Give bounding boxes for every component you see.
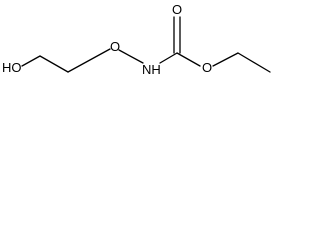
chemical-structure-diagram: HO O NH O O [2,2,271,77]
bond-n-carbonyl-c [159,52,178,64]
bond-c1-c2 [39,55,69,73]
atom-label-o-ether: O [110,39,120,54]
atom-label-o-carbonyl: O [172,2,182,17]
atom-label-ho: HO [2,60,22,75]
bond-carbonyl-c-o-ester [176,52,201,67]
bond-ho-c1 [21,55,41,67]
atom-label-o-ester: O [202,60,212,75]
atom-label-nh: NH [142,62,161,77]
bond-ch2-ch3 [237,52,271,73]
bond-c2-o-ether [67,48,111,73]
bond-o-ester-ch2 [212,52,239,67]
bond-o-ether-n [118,49,144,64]
